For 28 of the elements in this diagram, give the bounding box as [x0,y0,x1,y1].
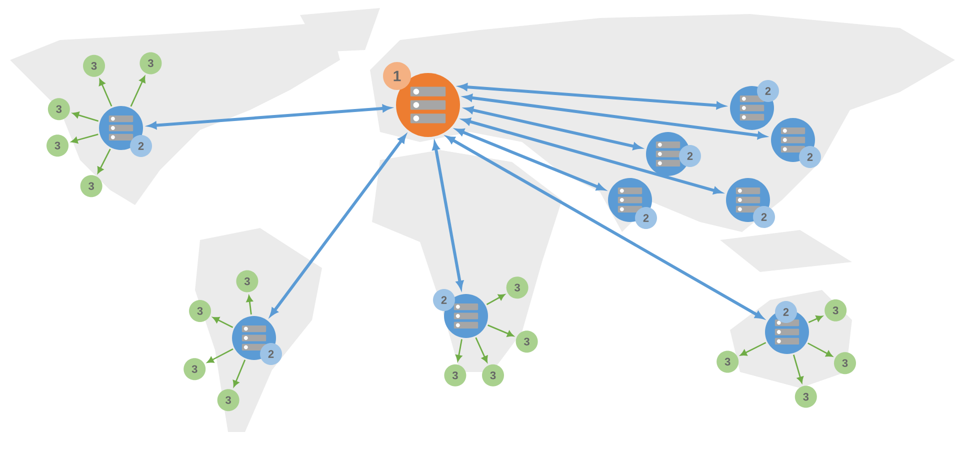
server-node: 2 [771,118,821,168]
arrow [207,348,234,363]
arrow [808,315,823,323]
arrow [792,354,804,384]
arrow [456,339,462,362]
arrow [740,342,766,356]
server-node: 1 [383,62,460,137]
arrow [488,324,514,337]
arrow [486,294,505,306]
arrow [270,134,406,316]
server-node: 2 [99,106,152,157]
arrow [246,295,253,315]
arrow [475,337,488,363]
server-node: 2 [232,316,282,365]
arrow [130,76,146,107]
server-node: 2 [608,178,657,229]
arrow [71,134,98,144]
arrow [232,360,246,388]
arrow [97,148,111,174]
arrow [98,78,112,107]
arrow [72,112,99,122]
arrow [446,136,764,319]
server-node: 2 [646,132,701,176]
arrow [808,342,833,357]
server-node: 2 [765,301,809,354]
arrow [212,316,234,328]
server-node: 2 [433,289,488,338]
server-node: 2 [726,178,775,228]
